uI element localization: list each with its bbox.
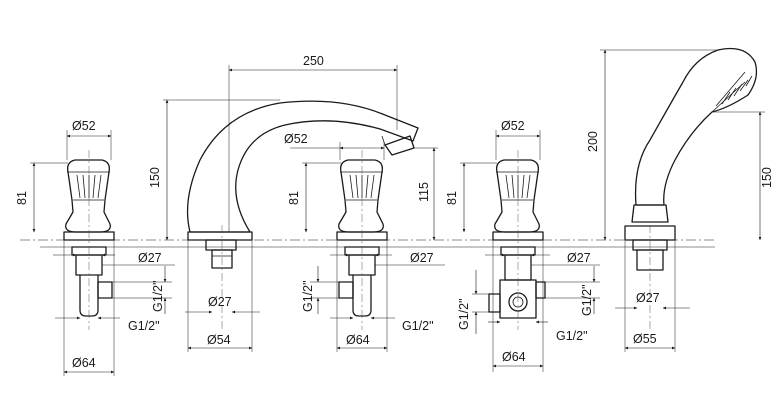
handle-valve-3-diverter xyxy=(488,150,546,330)
spout-height-label: 150 xyxy=(148,167,162,188)
spout-length-label: 250 xyxy=(303,54,324,68)
handle2-spout-height-label: 115 xyxy=(417,182,431,202)
handle3-inlet-label: G1/2" xyxy=(457,298,471,330)
handle3-outlet-label: G1/2" xyxy=(556,329,588,343)
spout xyxy=(186,100,419,330)
handle1-height-label: 81 xyxy=(15,191,29,205)
handle2-base-dia-label: Ø64 xyxy=(346,333,370,347)
spout-base-dia-label: Ø54 xyxy=(207,333,231,347)
handle-valve-1 xyxy=(63,150,115,330)
handle3-thread-label: G1/2" xyxy=(580,284,594,316)
handle1-head-dia-label: Ø52 xyxy=(72,119,96,133)
handle1-thread-label: G1/2" xyxy=(151,280,165,312)
handle1-base-dia-label: Ø64 xyxy=(72,356,96,370)
shower-base-dia-label: Ø55 xyxy=(633,332,657,346)
handle-valve-2 xyxy=(336,150,388,330)
handle3-head-dia-label: Ø52 xyxy=(501,119,525,133)
hand-shower xyxy=(624,47,758,330)
handle2-thread-label: G1/2" xyxy=(301,280,315,312)
handle2-thread-dia-label: Ø27 xyxy=(410,251,434,265)
shower-mount-dia-label: Ø27 xyxy=(636,291,660,305)
handle2-outlet-label: G1/2" xyxy=(402,319,434,333)
spout-mount-dia-label: Ø27 xyxy=(208,295,232,309)
handle1-thread-dia-label: Ø27 xyxy=(138,251,162,265)
handle1-outlet-label: G1/2" xyxy=(128,319,160,333)
handle3-thread-dia-label: Ø27 xyxy=(567,251,591,265)
handle2-height-label: 81 xyxy=(287,191,301,205)
handle2-head-dia-label: Ø52 xyxy=(284,132,308,146)
handle3-base-dia-label: Ø64 xyxy=(502,350,526,364)
shower-body-height-label: 150 xyxy=(760,167,774,188)
shower-height-label: 200 xyxy=(586,131,600,152)
handle3-height-label: 81 xyxy=(445,191,459,205)
